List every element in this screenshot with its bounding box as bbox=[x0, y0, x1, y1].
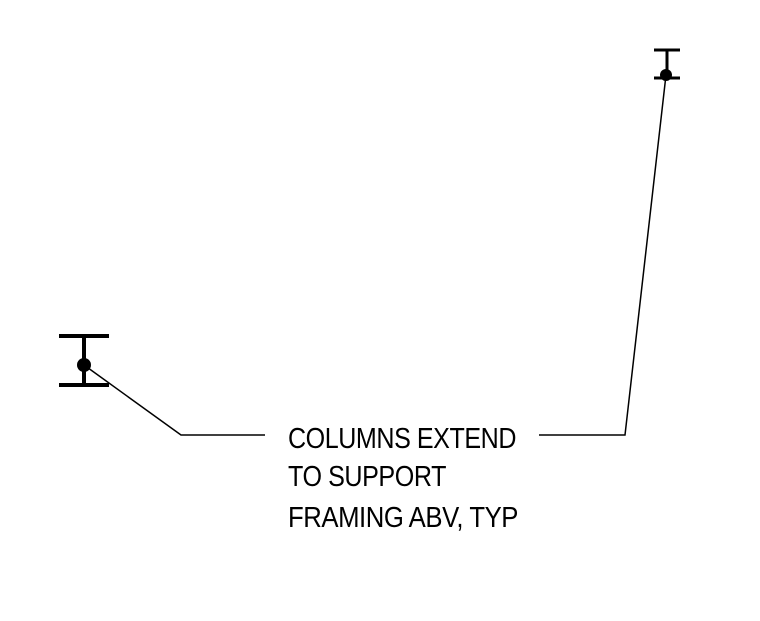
leader-right bbox=[539, 74, 667, 436]
column-right-icon bbox=[654, 48, 680, 81]
leader-left bbox=[83, 364, 265, 436]
note-line-3: FRAMING ABV, TYP bbox=[288, 502, 518, 534]
note-line-1: COLUMNS EXTEND bbox=[288, 423, 516, 455]
column-note: COLUMNS EXTEND TO SUPPORT FRAMING ABV, T… bbox=[288, 423, 519, 534]
note-line-2: TO SUPPORT bbox=[288, 461, 447, 493]
